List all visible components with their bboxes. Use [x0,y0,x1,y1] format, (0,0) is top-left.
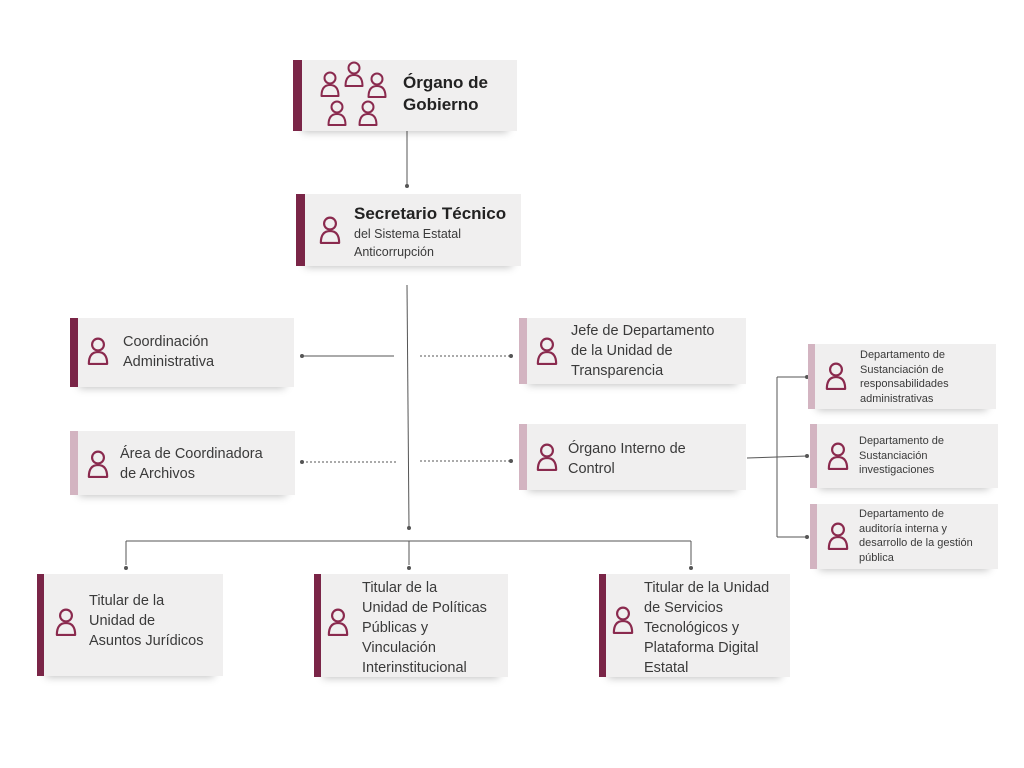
person-icon [825,362,847,390]
node-title: Jefe de Departamento de la Unidad de Tra… [571,323,715,379]
node-title: Titular de la Unidad de Políticas Públic… [362,580,487,676]
node-title: Departamento de Sustanciación investigac… [859,435,944,476]
person-icon [536,337,558,365]
node-title: Titular de la Unidad de Servicios Tecnol… [644,580,770,676]
node-departamento-auditoria-interna: Departamento de auditoría interna y desa… [810,504,998,569]
node-titular-servicios-tecnologicos: Titular de la Unidad de Servicios Tecnol… [599,574,790,677]
node-title: Titular de la Unidad de Asuntos Jurídico… [89,593,204,649]
node-title: Órgano de Gobierno [403,73,489,114]
accent-bar [519,424,527,490]
node-organo-de-gobierno: Órgano de Gobierno [293,60,517,131]
person-icon [319,216,341,244]
person-icon [87,337,109,365]
node-coordinacion-administrativa: Coordinación Administrativa [70,318,294,387]
accent-bar [519,318,527,384]
person-icon [612,606,634,634]
person-icon [55,608,77,636]
person-icon [87,450,109,478]
accent-bar [70,318,78,387]
accent-bar [810,504,817,569]
node-organo-interno-control: Órgano Interno de Control [519,424,746,490]
node-titular-politicas-publicas: Titular de la Unidad de Políticas Públic… [314,574,508,677]
node-title: Órgano Interno de Control [568,441,686,477]
node-secretario-tecnico: Secretario Técnico del Sistema Estatal A… [296,194,521,266]
accent-bar [293,60,302,131]
node-departamento-sustanciacion-responsabilidades: Departamento de Sustanciación de respons… [808,344,996,409]
person-icon [327,608,349,636]
person-icon [827,522,849,550]
group-icon [320,61,387,126]
node-title: Coordinación Administrativa [123,334,215,370]
accent-bar [37,574,44,676]
accent-bar [599,574,606,677]
accent-bar [808,344,815,409]
accent-bar [70,431,78,495]
node-title: Secretario Técnico del Sistema Estatal A… [354,204,507,259]
accent-bar [314,574,321,677]
node-departamento-sustanciacion-investigaciones: Departamento de Sustanciación investigac… [810,424,998,488]
node-area-coordinadora-archivos: Área de Coordinadora de Archivos [70,431,295,495]
node-title: Departamento de auditoría interna y desa… [859,508,973,564]
accent-bar [810,424,817,488]
node-titular-asuntos-juridicos: Titular de la Unidad de Asuntos Jurídico… [37,574,223,676]
person-icon [827,442,849,470]
accent-bar [296,194,305,266]
node-jefe-departamento-transparencia: Jefe de Departamento de la Unidad de Tra… [519,318,746,384]
node-title: Área de Coordinadora de Archivos [120,446,263,482]
node-title: Departamento de Sustanciación de respons… [860,349,949,405]
person-icon [536,443,558,471]
